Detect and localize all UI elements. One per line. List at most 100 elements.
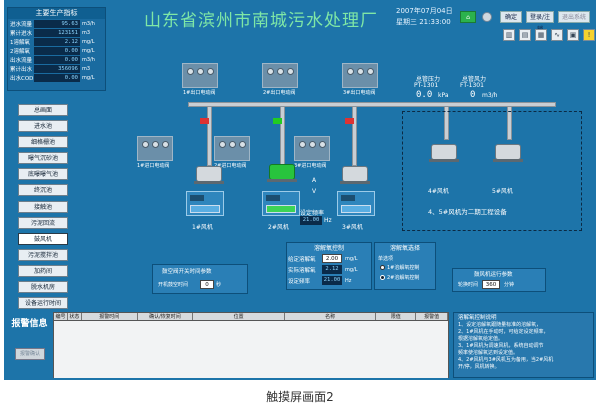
control-bar: [341, 205, 371, 213]
nav-item[interactable]: 总画面: [18, 104, 68, 116]
blower2-freq-unit: Hz: [324, 217, 332, 224]
alarm-column-header[interactable]: 编号: [54, 313, 68, 320]
outlet-valve-3-label: 3#出口电动阀: [343, 90, 376, 96]
nav-item[interactable]: 加药间: [18, 264, 68, 277]
blower-base: [493, 159, 523, 162]
lock-icon[interactable]: ▣: [567, 29, 579, 41]
alarm-column-header[interactable]: 位置: [193, 313, 285, 320]
do-option-1-radio[interactable]: [380, 265, 385, 270]
alarm-column-header[interactable]: 报警时间: [82, 313, 138, 320]
nav-item[interactable]: 鼓风机: [18, 232, 68, 245]
alarm-column-header[interactable]: 名称: [285, 313, 377, 320]
valve-close-light: [357, 68, 364, 75]
blower-4[interactable]: [429, 140, 459, 162]
valve-open-light: [187, 68, 194, 75]
inlet-valve-3[interactable]: [294, 136, 330, 161]
valve-close-light: [277, 68, 284, 75]
blower-3-control[interactable]: [337, 191, 375, 216]
blower-2-label: 2#风机: [268, 224, 289, 231]
outlet-valve-2[interactable]: [262, 63, 298, 88]
valve-open-light: [219, 141, 226, 148]
inlet-valve-3-label: 3#进口电动阀: [294, 163, 327, 169]
valve-fault-light: [162, 141, 169, 148]
blower-base: [267, 179, 297, 182]
valve-open-light: [347, 68, 354, 75]
warning-icon[interactable]: !: [583, 29, 595, 41]
alarm-column-header[interactable]: 确认/恢复时间: [138, 313, 194, 320]
grid-icon[interactable]: ▦: [535, 29, 547, 41]
blower-1[interactable]: [194, 162, 224, 184]
home-button[interactable]: ⌂: [460, 11, 476, 23]
blower-5[interactable]: [493, 140, 523, 162]
login-button[interactable]: 登录/注销: [526, 11, 554, 33]
outlet-valve-1[interactable]: [182, 63, 218, 88]
outlet-valve-3[interactable]: [342, 63, 378, 88]
valve-close-light: [229, 141, 236, 148]
trend-icon[interactable]: ▥: [503, 29, 515, 41]
start-interval-input[interactable]: 0: [200, 280, 214, 289]
status-indicator[interactable]: [482, 12, 492, 22]
production-row-unit: mg/L: [82, 47, 95, 54]
pipe-drop-5: [507, 106, 512, 140]
nav-item[interactable]: 曝气沉砂池: [18, 152, 68, 165]
do-setpoint-input[interactable]: 2.00: [322, 254, 342, 263]
alarm-table-body[interactable]: [54, 321, 448, 378]
note-line: 1、设定溶解氧跟随量标准的溶解氧，: [458, 322, 542, 328]
inlet-valve-1-label: 1#进口电动阀: [137, 163, 170, 169]
inlet-valve-1[interactable]: [137, 136, 173, 161]
alarm-table-header: 编号状态报警时间确认/恢复时间位置名称限值报警值: [54, 313, 449, 321]
pipe-drop-1: [207, 106, 212, 166]
exit-button[interactable]: 退出系统: [558, 11, 590, 23]
blower-2[interactable]: [267, 160, 297, 182]
rotation-input[interactable]: 360: [482, 280, 500, 289]
do-option-2-radio[interactable]: [380, 275, 385, 280]
note-line: 4、2#风机与3#风机互为备用，当2#风机: [458, 357, 554, 363]
do-option-2-label: 2#溶解氧控制: [387, 275, 420, 281]
production-row-label: 2溶解氧: [10, 48, 30, 55]
blower2-freq-label: 设定频率: [300, 210, 325, 217]
production-row-value: 356096: [34, 64, 80, 73]
valve-open-light: [267, 68, 274, 75]
alarm-column-header[interactable]: 限值: [376, 313, 417, 320]
curve-icon[interactable]: ∿: [551, 29, 563, 41]
date-text: 2007年07月04日: [396, 7, 453, 15]
do-actual-label: 实际溶解氧: [288, 268, 316, 274]
alarm-ack-button[interactable]: 报警确认: [15, 348, 45, 360]
nav-item[interactable]: 污泥搅拌池: [18, 248, 68, 261]
alarm-title: 报警信息: [11, 319, 48, 329]
production-row-label: 累计进水: [10, 30, 33, 37]
nav-item[interactable]: 污泥回流: [18, 216, 68, 229]
nav-item[interactable]: 底曝曝气池: [18, 168, 68, 181]
blower-3[interactable]: [340, 162, 370, 184]
phase2-note: 4、5#风机为二期工程设备: [428, 208, 507, 216]
blower2-a-label: A: [312, 177, 317, 184]
rotation-label: 轮换时间: [458, 282, 479, 288]
inlet-valve-2-label: 2#进口电动阀: [214, 163, 247, 169]
ack-button[interactable]: 确定: [500, 11, 522, 23]
time-text: 星期三 21:33:00: [396, 18, 451, 26]
note-line: 根据溶解氧给定值。: [458, 336, 504, 342]
blower-2-control[interactable]: [262, 191, 300, 216]
nav-item[interactable]: 终沉池: [18, 184, 68, 197]
nav-item[interactable]: 设备运行时间: [18, 297, 68, 310]
alarm-column-header[interactable]: 报警值: [416, 313, 449, 320]
blower-1-control[interactable]: [186, 191, 224, 216]
do-select-title: 溶解氧选择: [389, 245, 420, 252]
blower-base: [194, 181, 224, 184]
note-line: 3、1#风机为调速风机，系统自动调节: [458, 343, 544, 349]
report-icon[interactable]: ▤: [519, 29, 531, 41]
nav-item[interactable]: 脱水机房: [18, 281, 68, 294]
inlet-valve-2[interactable]: [214, 136, 250, 161]
alarm-column-header[interactable]: 状态: [68, 313, 82, 320]
production-row-label: 累计出水: [10, 66, 33, 73]
nav-item[interactable]: 进水池: [18, 120, 68, 133]
production-row-value: 0.00: [34, 46, 80, 55]
alarm-side: 报警信息 报警确认: [7, 312, 52, 376]
nav-item[interactable]: 接触池: [18, 200, 68, 213]
nav-item[interactable]: 细格栅池: [18, 136, 68, 149]
